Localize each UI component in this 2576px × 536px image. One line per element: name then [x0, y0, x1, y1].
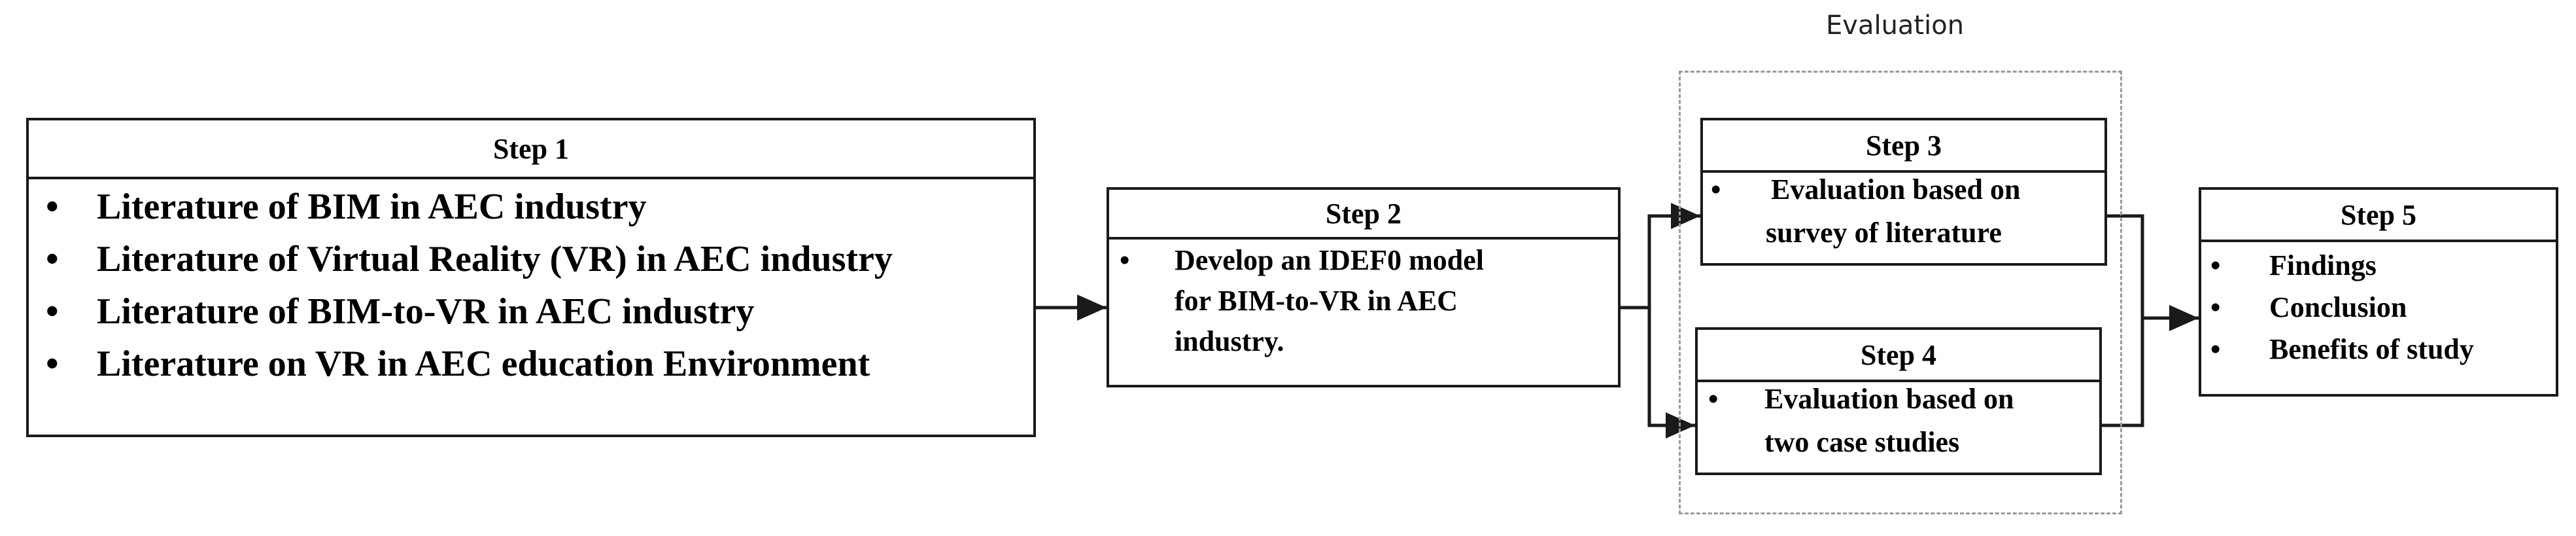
step2-line-3: industry. [1175, 325, 1284, 357]
step1-item-2: Literature of Virtual Reality (VR) in AE… [97, 239, 893, 279]
step2-title: Step 2 [1109, 190, 1618, 240]
step5-item-3: Benefits of study [2269, 333, 2474, 365]
step5-item-2: Conclusion [2269, 291, 2407, 323]
bullet-icon: • [2210, 249, 2221, 281]
step4-line-2: two case studies [1764, 426, 1960, 458]
arrow-step3-to-step5 [2107, 214, 2199, 331]
step3-title: Step 3 [1703, 120, 2104, 173]
step1-item-3: Literature of BIM-to-VR in AEC industry [97, 291, 755, 332]
bullet-icon: • [1708, 383, 1719, 415]
bullet-icon: • [46, 344, 59, 384]
step4-title: Step 4 [1698, 330, 2099, 382]
arrow-step2-to-step3 [1621, 203, 1700, 310]
bullet-icon: • [46, 291, 59, 332]
bullet-icon: • [2210, 291, 2221, 323]
step4-box: Step 4 • Evaluation based on two case st… [1695, 327, 2102, 475]
step2-line-2: for BIM-to-VR in AEC [1175, 285, 1458, 317]
step3-line-2: survey of literature [1766, 217, 2002, 249]
connector-step4-to-step5 [2102, 318, 2144, 427]
bullet-icon: • [46, 239, 59, 279]
step4-line-1: Evaluation based on [1764, 383, 2014, 415]
step1-item-1: Literature of BIM in AEC industry [97, 187, 647, 227]
step5-title: Step 5 [2201, 190, 2556, 242]
step3-box: Step 3 • Evaluation based on survey of l… [1700, 118, 2107, 266]
step1-title: Step 1 [29, 120, 1033, 179]
bullet-icon: • [2210, 333, 2221, 365]
bullet-icon: • [46, 187, 59, 227]
step3-line-1: Evaluation based on [1771, 173, 2021, 205]
evaluation-group [1679, 71, 2122, 514]
bullet-icon: • [1120, 244, 1130, 276]
evaluation-label: Evaluation [1826, 10, 1965, 41]
step2-line-1: Develop an IDEF0 model [1175, 244, 1484, 276]
bullet-icon: • [1711, 173, 1721, 205]
step2-box: Step 2 • Develop an IDEF0 model for BIM-… [1107, 187, 1621, 387]
step5-box: Step 5 • Findings • Conclusion • Benefit… [2199, 187, 2558, 397]
step5-item-1: Findings [2269, 249, 2377, 281]
step1-item-4: Literature on VR in AEC education Enviro… [97, 344, 870, 384]
step1-box: Step 1 • Literature of BIM in AEC indust… [26, 118, 1036, 437]
